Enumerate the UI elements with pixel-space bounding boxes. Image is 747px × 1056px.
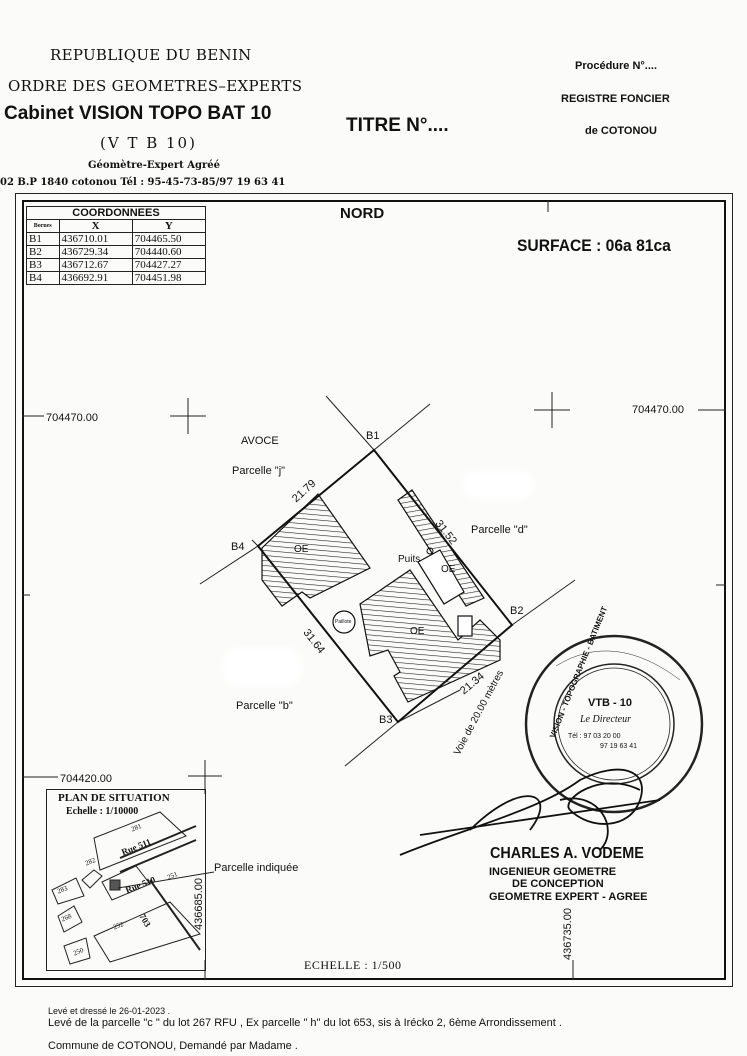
- borne-cell: B2: [26, 245, 60, 259]
- address-line: 02 B.P 1840 cotonou Tél : 95-45-73-85/97…: [0, 177, 286, 188]
- inner-frame: [22, 200, 726, 980]
- borne-b4: B4: [231, 541, 245, 553]
- puits-label: Puits: [398, 554, 421, 565]
- table-row: B1 436710.01 704465.50: [26, 232, 207, 246]
- redaction: [462, 470, 534, 500]
- building-oe-3: [359, 569, 501, 703]
- parcelle-d-label: Parcelle "d": [471, 524, 528, 536]
- borne-cell: B1: [26, 232, 60, 246]
- survey-description: Levé de la parcelle "c " du lot 267 RFU …: [48, 1017, 562, 1029]
- y-cell: 704451.98: [131, 271, 207, 285]
- table-row: B2 436729.34 704440.60: [26, 245, 207, 259]
- parcelle-j-label: Parcelle "j": [232, 465, 286, 477]
- borne-b1: B1: [366, 430, 380, 442]
- parcelle-b-label: Parcelle "b": [236, 700, 293, 712]
- grid-cross-top-left: [170, 398, 206, 434]
- x-cell: 436712.67: [58, 258, 133, 272]
- grid-cross-bottom-left: [188, 760, 222, 794]
- borne-cell: B4: [26, 271, 60, 285]
- situation-plan-title: PLAN DE SITUATION: [58, 792, 170, 804]
- oe-label-1: OE: [294, 544, 309, 555]
- borne-b2: B2: [510, 605, 524, 617]
- titre-number: TITRE N°....: [346, 115, 449, 136]
- grid-x-right: 436735.00: [562, 908, 574, 960]
- signatory-role-2: DE CONCEPTION: [512, 878, 604, 890]
- borne-b3: B3: [379, 714, 393, 726]
- col-y: Y: [131, 219, 207, 233]
- situation-plan-box: [46, 789, 206, 971]
- coordinates-caption: COORDONNEES: [26, 206, 206, 220]
- grid-y-top-left: 704470.00: [46, 412, 98, 424]
- registre-foncier: REGISTRE FONCIER: [561, 93, 670, 105]
- situation-plan-scale: Echelle : 1/10000: [66, 806, 139, 817]
- surface-label: SURFACE : 06a 81ca: [517, 236, 671, 255]
- outer-frame: [15, 193, 733, 987]
- grid-y-bottom: 704420.00: [60, 773, 112, 785]
- borne-cell: B3: [26, 258, 60, 272]
- order-heading: ORDRE DES GEOMETRES–EXPERTS: [8, 77, 303, 95]
- grid-cross-top-right: [534, 392, 570, 428]
- north-label: NORD: [340, 205, 385, 222]
- director-signature: [399, 768, 661, 856]
- x-cell: 436692.91: [58, 271, 133, 285]
- table-row: B3 436712.67 704427.27: [26, 258, 207, 272]
- table-row: B4 436692.91 704451.98: [26, 271, 207, 285]
- republic-heading: REPUBLIQUE DU BENIN: [50, 46, 252, 64]
- paillote-icon: [332, 610, 356, 634]
- coordinates-table: COORDONNEES Bornes X Y B1 436710.01 7044…: [26, 206, 207, 285]
- stamp-phone1: Tél : 97 03 20 00: [568, 733, 621, 740]
- redaction: [222, 648, 302, 686]
- oe-label-3: OE: [410, 626, 425, 637]
- stamp-center: VTB - 10: [588, 697, 633, 709]
- procedure-number: Procédure N°....: [575, 60, 658, 72]
- oe-label-2: OE: [441, 564, 456, 575]
- scale-label: ECHELLE : 1/500: [304, 958, 402, 972]
- y-cell: 704465.50: [131, 232, 207, 246]
- survey-date: Levé et dressé le 26-01-2023 .: [48, 1006, 171, 1016]
- well-icon: [426, 547, 434, 555]
- col-x: X: [58, 219, 133, 233]
- cabinet-abbr: (V T B 10): [100, 134, 197, 152]
- stamp-phone2: 97 19 63 41: [600, 743, 637, 750]
- x-cell: 436729.34: [58, 245, 133, 259]
- paillote-label: Paillote: [335, 619, 352, 625]
- registre-city: de COTONOU: [585, 125, 657, 137]
- stamp-role: Le Directeur: [580, 714, 632, 725]
- grid-y-top-right: 704470.00: [632, 404, 684, 416]
- parcelle-indiquee-label: Parcelle indiquée: [214, 862, 299, 874]
- x-cell: 436710.01: [58, 232, 133, 246]
- qualification: Géomètre-Expert Agréé: [88, 160, 220, 171]
- y-cell: 704427.27: [131, 258, 207, 272]
- y-cell: 704440.60: [131, 245, 207, 259]
- signatory-role-3: GEOMETRE EXPERT - AGREE: [489, 891, 648, 903]
- owner-avoce: AVOCE: [241, 435, 279, 447]
- cabinet-name: Cabinet VISION TOPO BAT 10: [4, 103, 272, 124]
- col-bornes: Bornes: [26, 219, 60, 233]
- signatory-role-1: INGENIEUR GEOMETRE: [489, 866, 617, 878]
- situation-map: [51, 811, 215, 965]
- building-oe-1: [261, 493, 371, 607]
- signatory-name: CHARLES A. VODEME: [490, 845, 644, 862]
- survey-commune: Commune de COTONOU, Demandé par Madame .: [48, 1040, 298, 1052]
